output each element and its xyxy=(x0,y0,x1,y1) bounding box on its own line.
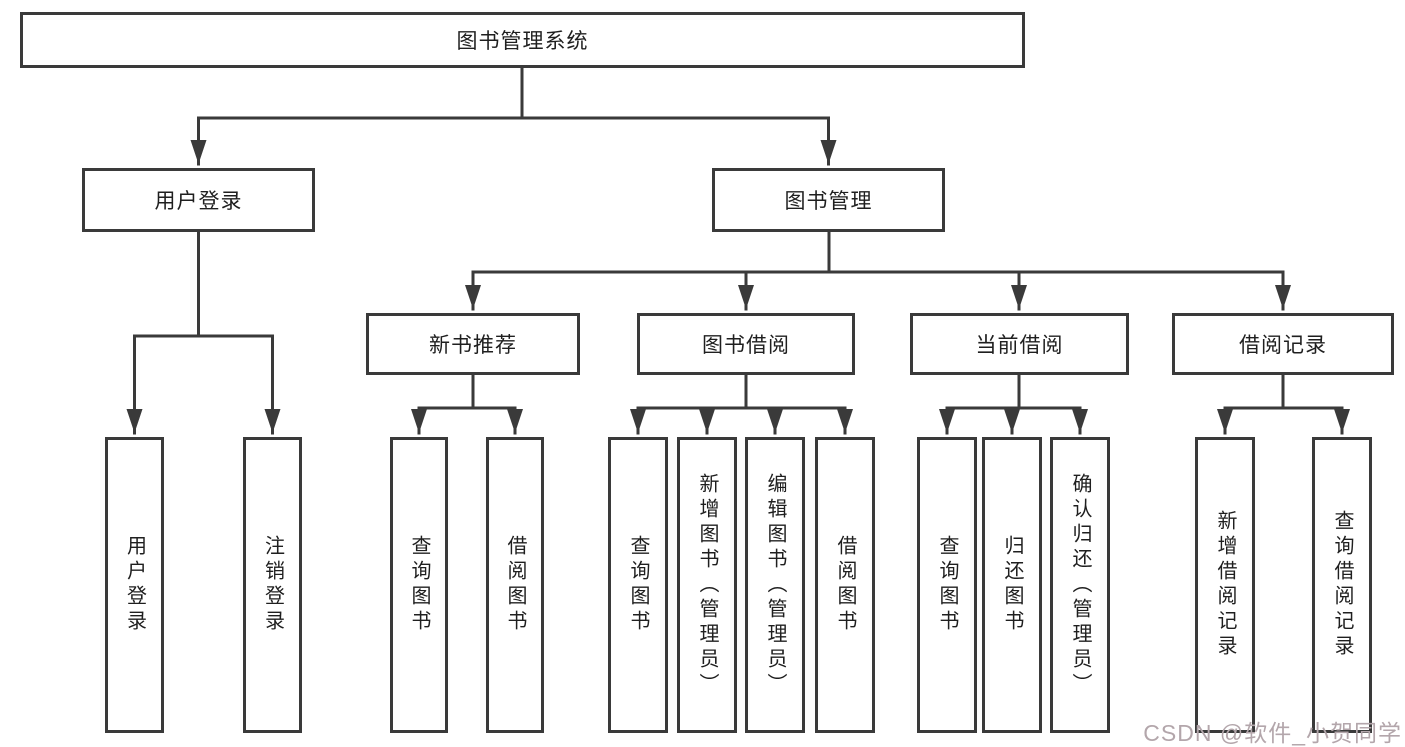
leaf-records-query-record: 查询借阅记录 xyxy=(1312,437,1372,733)
leaf-recommend-query-books-label: 查询图书 xyxy=(408,535,430,635)
leaf-logout-label: 注销登录 xyxy=(261,535,284,635)
leaf-borrow-borrow-books-label: 借阅图书 xyxy=(834,535,856,635)
leaf-current-return-books-label: 归还图书 xyxy=(1001,535,1023,635)
node-current-borrow-label: 当前借阅 xyxy=(975,334,1064,357)
leaf-records-query-record-label: 查询借阅记录 xyxy=(1331,510,1353,660)
leaf-records-add-record-label: 新增借阅记录 xyxy=(1214,510,1236,660)
leaf-borrow-query-books: 查询图书 xyxy=(608,437,668,733)
node-root-label: 图书管理系统 xyxy=(456,30,589,53)
leaf-borrow-add-books-admin: 新增图书（管理员） xyxy=(677,437,737,733)
leaf-current-query-books-label: 查询图书 xyxy=(936,535,958,635)
node-new-book-recommend: 新书推荐 xyxy=(366,313,580,375)
leaf-recommend-borrow-books: 借阅图书 xyxy=(486,437,544,733)
leaf-current-confirm-return-admin-label: 确认归还（管理员） xyxy=(1069,472,1091,698)
leaf-current-return-books: 归还图书 xyxy=(982,437,1042,733)
leaf-current-confirm-return-admin: 确认归还（管理员） xyxy=(1050,437,1110,733)
leaf-borrow-add-books-admin-label: 新增图书（管理员） xyxy=(696,472,718,698)
node-book-borrow: 图书借阅 xyxy=(637,313,855,375)
leaf-borrow-edit-books-admin: 编辑图书（管理员） xyxy=(745,437,805,733)
leaf-logout: 注销登录 xyxy=(243,437,302,733)
node-book-borrow-label: 图书借阅 xyxy=(702,334,790,357)
node-root-book-management-system: 图书管理系统 xyxy=(20,12,1025,68)
leaf-recommend-borrow-books-label: 借阅图书 xyxy=(504,535,526,635)
leaf-borrow-query-books-label: 查询图书 xyxy=(627,535,649,635)
leaf-borrow-borrow-books: 借阅图书 xyxy=(815,437,875,733)
node-borrow-records-label: 借阅记录 xyxy=(1239,334,1327,357)
leaf-current-query-books: 查询图书 xyxy=(917,437,977,733)
leaf-recommend-query-books: 查询图书 xyxy=(390,437,448,733)
node-new-book-recommend-label: 新书推荐 xyxy=(429,334,517,357)
node-book-management-label: 图书管理 xyxy=(784,190,873,213)
node-user-login: 用户登录 xyxy=(82,168,315,232)
leaf-borrow-edit-books-admin-label: 编辑图书（管理员） xyxy=(764,472,786,698)
node-current-borrow: 当前借阅 xyxy=(910,313,1129,375)
leaf-user-login-label: 用户登录 xyxy=(123,535,146,635)
leaf-records-add-record: 新增借阅记录 xyxy=(1195,437,1255,733)
leaf-user-login: 用户登录 xyxy=(105,437,164,733)
node-user-login-label: 用户登录 xyxy=(154,190,243,213)
node-book-management: 图书管理 xyxy=(712,168,945,232)
node-borrow-records: 借阅记录 xyxy=(1172,313,1394,375)
